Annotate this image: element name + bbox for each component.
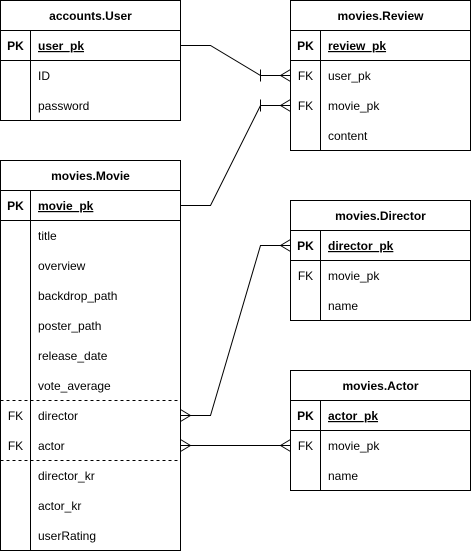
fk-field: movie_pk (328, 99, 380, 113)
entity-title: movies.Director (335, 209, 426, 223)
fk-field: director (38, 409, 78, 423)
field: overview (38, 259, 86, 273)
fk-label: FK (298, 269, 313, 283)
field: backdrop_path (38, 289, 117, 303)
crows-foot-many-icon (180, 439, 191, 452)
crows-foot-many-icon (180, 409, 191, 422)
pk-field: user_pk (38, 39, 84, 53)
field: content (328, 129, 368, 143)
entity-title: accounts.User (49, 9, 132, 23)
field: release_date (38, 349, 108, 363)
crows-foot-many-icon (280, 69, 291, 82)
entity-title: movies.Movie (51, 169, 130, 183)
entity-movies-review[interactable]: movies.Review PK review_pk FK user_pk FK… (290, 0, 471, 151)
field: userRating (38, 529, 96, 543)
pk-label: PK (7, 199, 24, 213)
fk-label: FK (8, 439, 23, 453)
fk-field: user_pk (328, 69, 372, 83)
field: director_kr (38, 469, 95, 483)
pk-label: PK (7, 39, 24, 53)
entity-movies-movie[interactable]: movies.Movie PK movie_pk title overview … (0, 160, 181, 551)
fk-field: movie_pk (328, 439, 380, 453)
fk-field: actor (38, 439, 65, 453)
fk-label: FK (298, 99, 313, 113)
relationship-movie-director[interactable] (180, 239, 291, 422)
pk-label: PK (297, 39, 314, 53)
entity-title: movies.Actor (342, 379, 418, 393)
field: poster_path (38, 319, 101, 333)
field: vote_average (38, 379, 111, 393)
entity-title: movies.Review (337, 9, 424, 23)
fk-label: FK (8, 409, 23, 423)
relationship-movie-review[interactable] (180, 99, 291, 206)
fk-label: FK (298, 69, 313, 83)
entity-movies-director[interactable]: movies.Director PK director_pk FK movie_… (290, 200, 471, 321)
field: title (38, 229, 57, 243)
field: actor_kr (38, 499, 81, 513)
pk-label: PK (297, 239, 314, 253)
entity-accounts-user[interactable]: accounts.User PK user_pk ID password (0, 0, 181, 121)
entity-box (290, 0, 471, 151)
entity-movies-actor[interactable]: movies.Actor PK actor_pk FK movie_pk nam… (290, 370, 471, 491)
relationship-user-review[interactable] (180, 45, 291, 82)
fk-field: movie_pk (328, 269, 380, 283)
field: name (328, 299, 358, 313)
pk-label: PK (297, 409, 314, 423)
field: name (328, 469, 358, 483)
relationship-movie-actor[interactable] (180, 439, 291, 452)
pk-field: movie_pk (38, 199, 94, 213)
pk-field: review_pk (328, 39, 386, 53)
field: ID (38, 69, 50, 83)
pk-field: director_pk (328, 239, 394, 253)
crows-foot-many-icon (280, 99, 291, 112)
fk-label: FK (298, 439, 313, 453)
crows-foot-many-icon (280, 239, 291, 252)
field: password (38, 99, 89, 113)
pk-field: actor_pk (328, 409, 378, 423)
crows-foot-many-icon (280, 439, 291, 452)
